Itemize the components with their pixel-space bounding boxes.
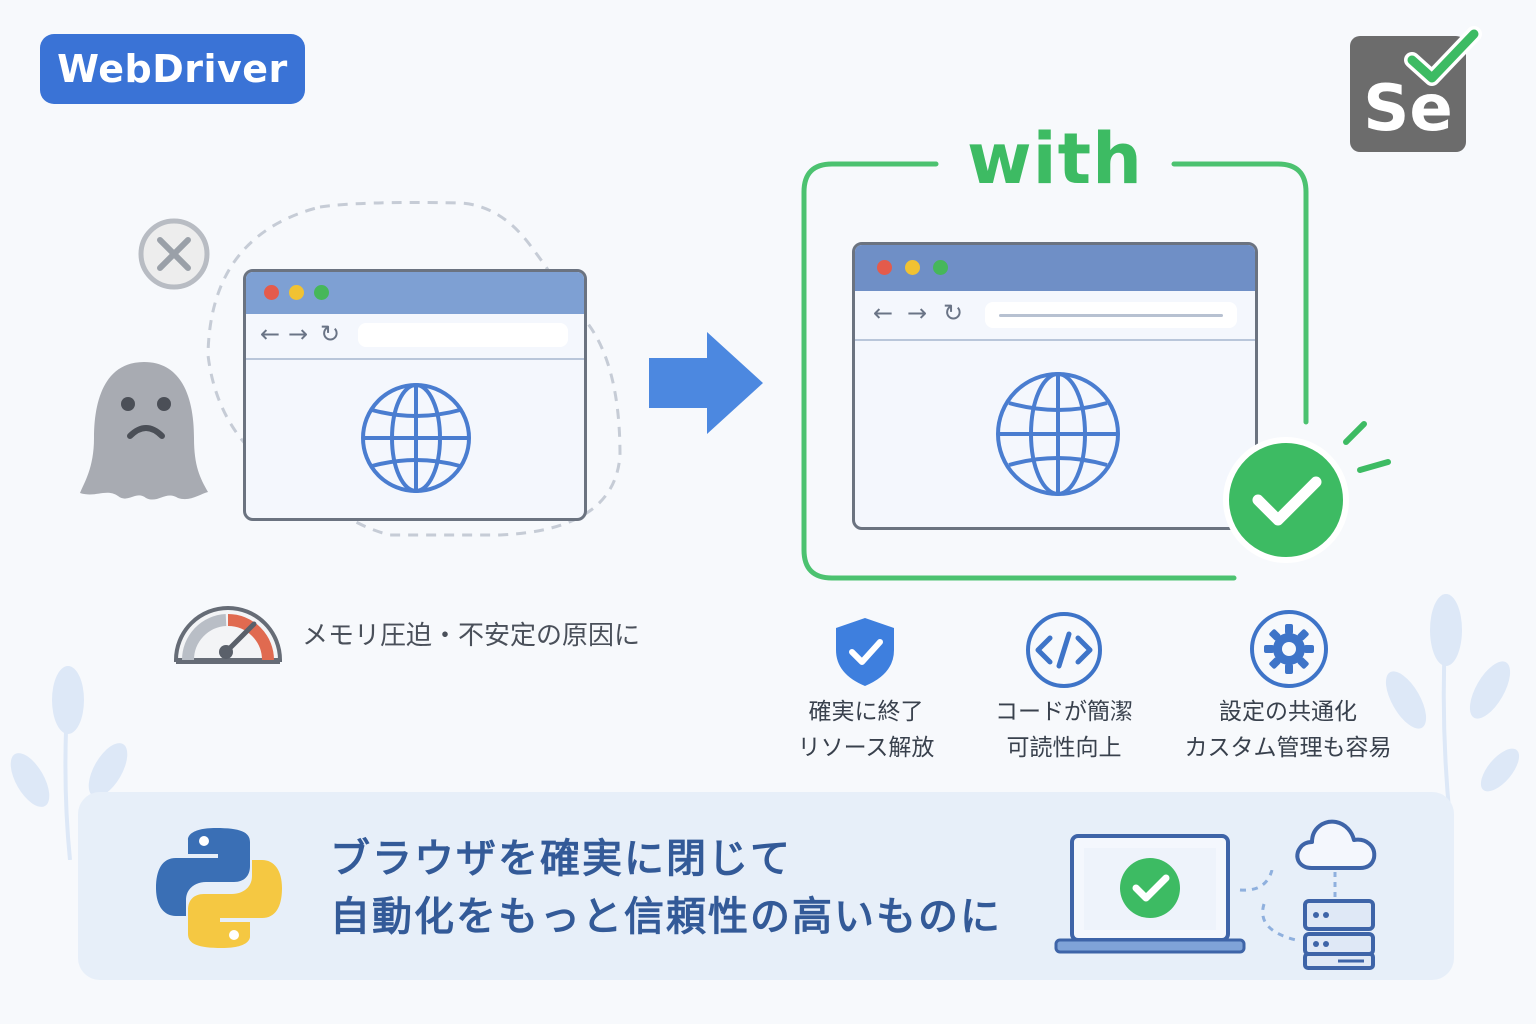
check-circle-icon: [1223, 421, 1391, 563]
cloud-icon: [1295, 819, 1377, 870]
reload-icon: ↻: [320, 320, 341, 348]
with-frame: [801, 161, 1309, 581]
browser-navbar: ← → ↻: [855, 291, 1255, 341]
banner-line-1: ブラウザを確実に閉じて: [330, 836, 792, 882]
logo-check-icon: [1404, 26, 1482, 86]
globe-icon: [996, 372, 1120, 496]
feature-1-line2: リソース解放: [797, 735, 935, 761]
leaf-decoration-right: [1385, 594, 1520, 820]
globe-icon: [361, 383, 471, 493]
address-line: [999, 314, 1223, 317]
feature-3-line1: 設定の共通化: [1219, 699, 1357, 725]
shield-check-icon: [836, 618, 894, 686]
address-bar: [358, 323, 568, 347]
python-icon: [156, 828, 282, 948]
sad-ghost-icon: [80, 362, 208, 500]
back-arrow-icon: ←: [260, 320, 281, 348]
with-label: with: [967, 118, 1143, 200]
browser-navbar: ← → ↻: [246, 314, 584, 360]
browser-window-left: ← → ↻: [243, 269, 587, 521]
gauge-icon: [173, 606, 283, 664]
leaf-decoration-left: [10, 666, 128, 860]
code-icon: [1026, 612, 1102, 688]
cloud-connector: [1333, 872, 1337, 900]
server-icon: [1303, 899, 1375, 970]
feature-2-line2: 可読性向上: [1006, 735, 1122, 761]
webdriver-tag: WebDriver: [40, 34, 305, 104]
forward-arrow-icon: →: [907, 299, 928, 327]
feature-label-3: 設定の共通化 カスタム管理も容易: [1168, 694, 1408, 766]
warning-text: メモリ圧迫・不安定の原因に: [302, 621, 641, 651]
back-arrow-icon: ←: [873, 299, 894, 327]
laptop-check-icon: [1054, 834, 1246, 954]
x-circle-icon: [138, 218, 210, 290]
banner-message: ブラウザを確実に閉じて 自動化をもっと信頼性の高いものに: [330, 830, 1002, 946]
browser-titlebar: [246, 272, 584, 314]
browser-titlebar: [855, 245, 1255, 291]
reload-icon: ↻: [943, 299, 964, 327]
feature-1-line1: 確実に終了: [808, 699, 924, 725]
dashed-connector: [1239, 870, 1297, 942]
gear-icon: [1250, 610, 1328, 688]
banner-line-2: 自動化をもっと信頼性の高いものに: [330, 894, 1002, 940]
browser-window-right: ← → ↻: [852, 242, 1258, 530]
feature-label-1: 確実に終了 リソース解放: [746, 694, 986, 766]
feature-label-2: コードが簡潔 可読性向上: [944, 694, 1184, 766]
right-arrow-icon: [649, 332, 763, 434]
feature-3-line2: カスタム管理も容易: [1184, 735, 1392, 761]
dashed-outline: [206, 201, 622, 537]
forward-arrow-icon: →: [288, 320, 309, 348]
feature-2-line1: コードが簡潔: [995, 699, 1133, 725]
selenium-logo-text: Se: [1363, 72, 1453, 146]
